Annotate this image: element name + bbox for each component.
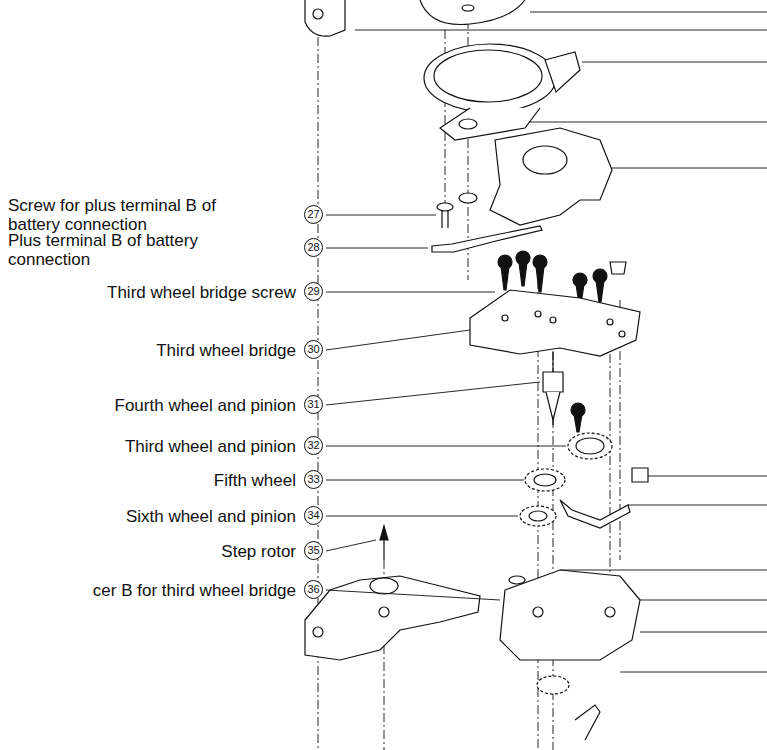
part-name: Step rotor — [221, 542, 296, 561]
part-name: cer B for third wheel bridge — [93, 581, 296, 600]
callout-number: 30 — [304, 340, 323, 359]
part-name: Plus terminal B of battery connection — [8, 231, 232, 269]
part-name: Sixth wheel and pinion — [126, 507, 296, 526]
callout-number: 28 — [304, 238, 323, 257]
part-name: Fifth wheel — [214, 471, 296, 490]
callout-number: 35 — [304, 541, 323, 560]
part-name: Third wheel bridge — [156, 341, 296, 360]
callout-number: 34 — [304, 506, 323, 525]
part-name: Fourth wheel and pinion — [115, 396, 296, 415]
callout-number: 32 — [304, 436, 323, 455]
part-name: Screw for plus terminal B of battery con… — [8, 196, 232, 234]
callout-number: 33 — [304, 470, 323, 489]
callout-number: 31 — [304, 395, 323, 414]
callout-number: 27 — [304, 205, 323, 224]
callout-number: 29 — [304, 282, 323, 301]
part-name: Third wheel and pinion — [125, 437, 296, 456]
callout-number: 36 — [304, 580, 323, 599]
part-name: Third wheel bridge screw — [107, 283, 296, 302]
